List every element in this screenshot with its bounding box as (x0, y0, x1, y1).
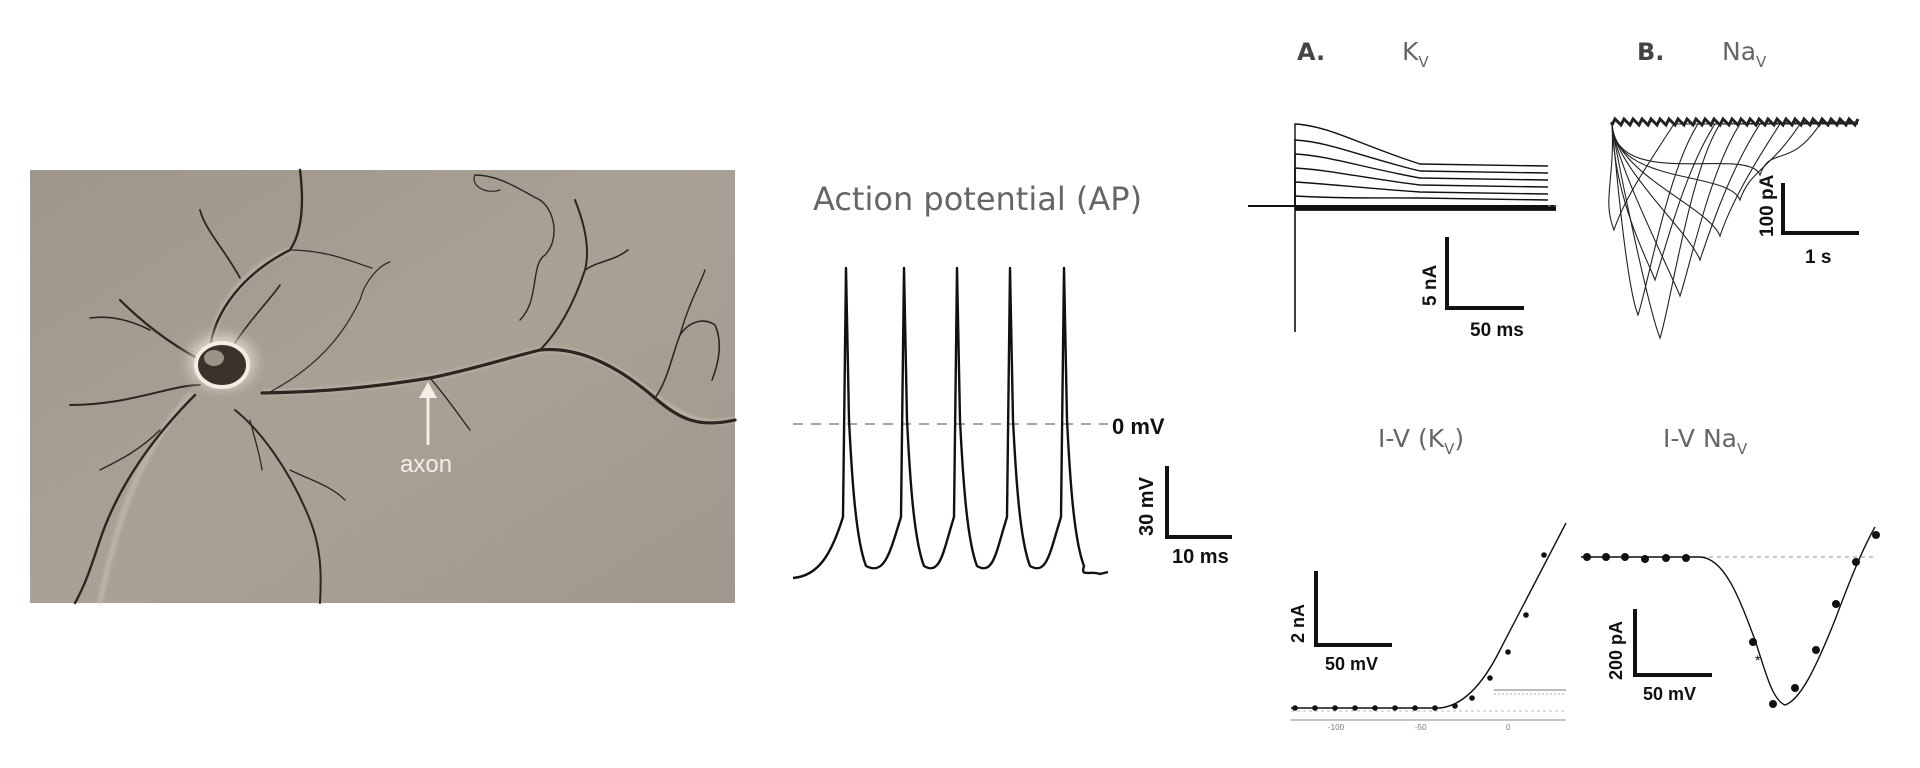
iv-kv-title: I-V (KV) (1378, 424, 1464, 458)
kv-trace (1294, 195, 1549, 206)
nav-trace (1611, 121, 1859, 340)
iv-nav-point (1812, 646, 1820, 654)
iv-nav-point (1602, 553, 1610, 561)
iv-kv-point (1505, 649, 1511, 655)
arrow-head-icon (419, 382, 437, 398)
svg-text:-50: -50 (1415, 723, 1427, 732)
iv-nav-fit-curve (1581, 526, 1876, 706)
iv-kv-point (1332, 705, 1338, 711)
iv-nav-point (1852, 558, 1860, 566)
kv-scale-current: 5 nA (1420, 265, 1441, 306)
iv-nav-scale-bar: 200 pA 50 mV (1606, 609, 1712, 704)
nav-trace (1611, 123, 1858, 298)
iv-kv-panel: I-V (KV) 2 nA 50 mV -100 -50 0 (1288, 424, 1567, 732)
axon-arrow (419, 382, 437, 445)
kv-trace (1294, 153, 1549, 206)
iv-kv-point (1312, 705, 1318, 711)
nav-scale-time: 1 s (1805, 247, 1831, 268)
iv-nav-title: I-V NaV (1663, 424, 1748, 458)
iv-nav-point (1749, 638, 1757, 646)
iv-nav-point (1769, 700, 1777, 708)
panel-a-channel: KV (1402, 37, 1429, 71)
svg-text:0: 0 (1506, 723, 1511, 732)
nav-trace (1611, 123, 1858, 282)
iv-kv-point (1412, 705, 1418, 711)
nav-scale-bar: 100 pA 1 s (1757, 174, 1859, 268)
iv-nav-point (1621, 553, 1629, 561)
ap-scale-bar: 30 mV 10 ms (1136, 466, 1232, 568)
iv-nav-data-points (1583, 531, 1880, 708)
zero-mv-label: 0 mV (1112, 414, 1165, 439)
iv-nav-point (1583, 553, 1591, 561)
panel-a-letter: A. (1297, 38, 1325, 66)
panel-b-channel: NaV (1722, 37, 1767, 71)
kv-scale-bar: 5 nA 50 ms (1420, 237, 1524, 341)
iv-kv-scale-bar: 2 nA 50 mV (1288, 571, 1392, 674)
iv-kv-point (1452, 703, 1458, 709)
kv-trace (1294, 167, 1549, 206)
panel-a-kv: A. KV 5 nA 50 ms (1248, 37, 1558, 341)
ap-title: Action potential (AP) (813, 180, 1142, 218)
axon-label: axon (400, 451, 452, 478)
kv-scale-time: 50 ms (1470, 320, 1524, 341)
iv-kv-point (1352, 705, 1358, 711)
iv-nav-point (1682, 554, 1690, 562)
iv-kv-scale-current: 2 nA (1288, 604, 1308, 643)
iv-kv-data-points (1292, 552, 1547, 711)
neuron-soma (194, 341, 250, 389)
iv-kv-point (1469, 695, 1475, 701)
nav-current-traces (1608, 116, 1860, 340)
panel-b-nav: B. NaV 100 pA 1 s (1608, 37, 1860, 340)
ap-trace (792, 266, 1109, 580)
nav-trace (1611, 122, 1859, 317)
kv-trace (1294, 123, 1549, 206)
iv-nav-point (1641, 555, 1649, 563)
iv-kv-point (1392, 705, 1398, 711)
iv-kv-point (1487, 675, 1493, 681)
nav-scale-current: 100 pA (1757, 174, 1778, 237)
kv-trace (1294, 181, 1549, 206)
kv-current-traces (1294, 123, 1556, 211)
neuron-dendrites (69, 168, 738, 606)
iv-nav-point (1791, 684, 1799, 692)
nav-trace (1608, 123, 1858, 232)
iv-nav-scale-voltage: 50 mV (1643, 684, 1696, 704)
iv-kv-scale-voltage: 50 mV (1325, 654, 1378, 674)
iv-nav-scale-current: 200 pA (1606, 621, 1626, 680)
svg-text:-100: -100 (1328, 723, 1345, 732)
ap-scale-voltage: 30 mV (1136, 476, 1158, 536)
iv-kv-point (1372, 705, 1378, 711)
panel-b-letter: B. (1637, 38, 1664, 66)
action-potential-panel: Action potential (AP) 0 mV 30 mV 10 ms (792, 180, 1232, 580)
neuron-micrograph: axon (30, 168, 738, 606)
svg-text:*: * (1755, 652, 1761, 668)
nav-trace (1611, 122, 1859, 177)
iv-nav-point (1832, 600, 1840, 608)
iv-nav-panel: I-V NaV * 200 pA 50 mV (1581, 424, 1880, 708)
iv-kv-ticks: -100 -50 0 (1328, 723, 1511, 732)
iv-nav-point (1872, 531, 1880, 539)
nav-trace (1611, 122, 1859, 238)
iv-nav-point (1662, 554, 1670, 562)
kv-trace (1294, 139, 1549, 206)
iv-kv-point (1541, 552, 1547, 558)
nav-trace (1611, 121, 1859, 202)
iv-kv-fit-curve (1291, 522, 1567, 709)
ap-scale-time: 10 ms (1172, 546, 1229, 568)
iv-kv-point (1432, 705, 1438, 711)
iv-kv-point (1523, 612, 1529, 618)
iv-kv-point (1292, 705, 1298, 711)
nav-trace (1611, 121, 1859, 262)
